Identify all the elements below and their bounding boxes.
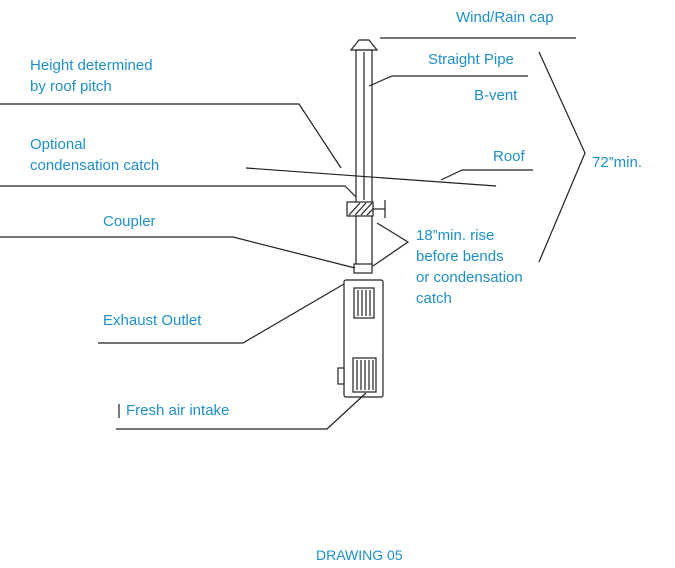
leader-coupler bbox=[0, 236, 356, 269]
bracket-18-rise bbox=[372, 222, 410, 267]
leader-roof bbox=[440, 169, 533, 181]
leader-straight-pipe bbox=[368, 75, 528, 87]
wind-rain-cap bbox=[349, 39, 379, 51]
label-roof: Roof bbox=[493, 148, 525, 165]
label-rise-line1: 18”min. rise bbox=[416, 227, 495, 244]
roof-line bbox=[245, 167, 497, 187]
exhaust-grille-slats bbox=[357, 290, 371, 316]
label-height-line2: by roof pitch bbox=[30, 78, 112, 95]
leader-optional-catch bbox=[0, 185, 357, 198]
label-height-line1: Height determined bbox=[30, 57, 153, 74]
label-rise-line3: or condensation bbox=[416, 269, 523, 286]
label-wind-rain-cap: Wind/Rain cap bbox=[456, 9, 554, 26]
exhaust-grille bbox=[353, 287, 375, 319]
label-coupler: Coupler bbox=[103, 213, 156, 230]
bracket-72-min bbox=[538, 51, 586, 263]
coupler bbox=[353, 263, 373, 274]
condensation-catch-hatch bbox=[348, 202, 374, 216]
label-optional-line1: Optional bbox=[30, 136, 86, 153]
leader-exhaust-outlet bbox=[98, 283, 345, 344]
label-optional-line2: condensation catch bbox=[30, 157, 160, 174]
label-exhaust-outlet: Exhaust Outlet bbox=[103, 312, 202, 329]
label-rise-line2: before bends bbox=[416, 248, 504, 265]
leader-fresh-air bbox=[116, 392, 367, 430]
fresh-air-grille-slats bbox=[356, 360, 374, 390]
label-straight-pipe: Straight Pipe bbox=[428, 51, 514, 68]
leader-height bbox=[0, 103, 342, 169]
side-fitting bbox=[337, 367, 345, 385]
label-b-vent: B-vent bbox=[474, 87, 518, 104]
label-72-min: 72”min. bbox=[592, 154, 643, 171]
drawing-title: DRAWING 05 bbox=[316, 547, 403, 563]
label-rise-line4: catch bbox=[416, 290, 452, 307]
label-fresh-air: Fresh air intake bbox=[126, 402, 230, 419]
